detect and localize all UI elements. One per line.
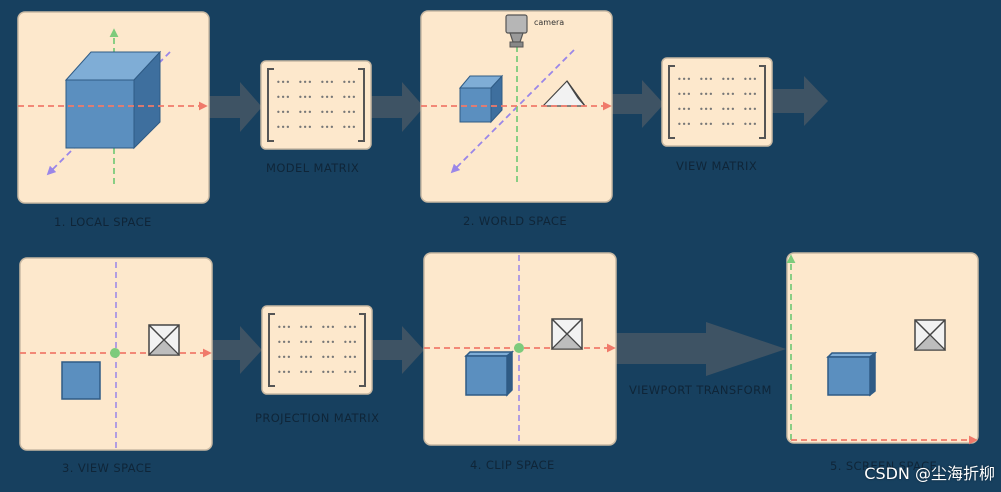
- cube: [458, 74, 504, 124]
- camera-icon: [505, 14, 528, 48]
- matrix-cell: •••: [343, 338, 357, 347]
- matrix-cell: •••: [743, 90, 757, 99]
- matrix-cell: •••: [277, 323, 291, 332]
- local-space-panel: [17, 11, 210, 204]
- matrix-cell: •••: [342, 93, 356, 102]
- matrix-cell: •••: [677, 90, 691, 99]
- matrix-cell: •••: [721, 90, 735, 99]
- matrix-cell: •••: [721, 105, 735, 114]
- arrow-projection-to-clip: [372, 326, 424, 374]
- matrix-cell: •••: [299, 368, 313, 377]
- matrix-cell: •••: [721, 75, 735, 84]
- arrow-world-to-viewmatrix: [612, 80, 664, 128]
- screen-space-panel: [786, 252, 979, 445]
- matrix-cell: •••: [677, 105, 691, 114]
- matrix-cell: •••: [321, 368, 335, 377]
- matrix-cell: •••: [320, 78, 334, 87]
- projection-matrix-label: PROJECTION MATRIX: [255, 411, 380, 425]
- matrix-cell: •••: [321, 338, 335, 347]
- camera-label: camera: [534, 18, 565, 27]
- matrix-cell: •••: [321, 323, 335, 332]
- matrix-cell: •••: [343, 353, 357, 362]
- matrix-cell: •••: [677, 120, 691, 129]
- world-space-label: 2. WORLD SPACE: [463, 214, 568, 228]
- cube: [64, 50, 162, 150]
- matrix-cell: •••: [276, 93, 290, 102]
- cube: [826, 351, 878, 397]
- viewport-transform-label: VIEWPORT TRANSFORM: [629, 383, 772, 397]
- local-space-label: 1. LOCAL SPACE: [54, 215, 152, 229]
- matrix-cell: •••: [343, 368, 357, 377]
- matrix-cell: •••: [699, 75, 713, 84]
- matrix-cell: •••: [677, 75, 691, 84]
- cube: [464, 350, 515, 397]
- origin: [110, 348, 120, 358]
- matrix-cell: •••: [298, 123, 312, 132]
- matrix-cell: •••: [743, 120, 757, 129]
- matrix-cell: •••: [699, 120, 713, 129]
- view-matrix-cells: ••• ••• ••• ••• ••• ••• ••• ••• ••• ••• ••• ••• ••• •…: [677, 75, 757, 129]
- z-axis: [450, 49, 575, 174]
- world-space-panel: [420, 10, 613, 203]
- matrix-cell: •••: [298, 93, 312, 102]
- model-matrix: ••• ••• ••• ••• ••• ••• ••• ••• ••• ••• ••• ••• ••• •…: [260, 60, 372, 150]
- matrix-cell: •••: [320, 93, 334, 102]
- matrix-cell: •••: [298, 78, 312, 87]
- matrix-cell: •••: [299, 353, 313, 362]
- matrix-cell: •••: [699, 90, 713, 99]
- matrix-cell: •••: [276, 78, 290, 87]
- matrix-cell: •••: [299, 338, 313, 347]
- matrix-cell: •••: [721, 120, 735, 129]
- arrow-viewport-transform: [614, 322, 786, 376]
- screen-space-label: 5. SCREEN SPACE: [830, 459, 938, 473]
- matrix-cell: •••: [342, 123, 356, 132]
- matrix-cell: •••: [299, 323, 313, 332]
- clip-space-label: 4. CLIP SPACE: [470, 458, 555, 472]
- matrix-cell: •••: [276, 123, 290, 132]
- matrix-cell: •••: [298, 108, 312, 117]
- matrix-cell: •••: [342, 108, 356, 117]
- arrow-local-to-model: [208, 82, 262, 132]
- cube: [61, 361, 101, 400]
- matrix-cell: •••: [320, 123, 334, 132]
- view-space-panel: [19, 257, 213, 451]
- matrix-cell: •••: [320, 108, 334, 117]
- matrix-cell: •••: [743, 75, 757, 84]
- view-space-label: 3. VIEW SPACE: [62, 461, 152, 475]
- pyramid-top-view: [913, 319, 947, 351]
- view-matrix-label: VIEW MATRIX: [676, 159, 758, 173]
- projection-matrix-cells: ••• ••• ••• ••• ••• ••• ••• ••• ••• ••• ••• ••• ••• •…: [277, 323, 357, 377]
- matrix-cell: •••: [277, 353, 291, 362]
- clip-space-panel: [423, 252, 617, 446]
- matrix-cell: •••: [343, 323, 357, 332]
- matrix-cell: •••: [321, 353, 335, 362]
- matrix-cell: •••: [277, 368, 291, 377]
- z-axis: [46, 51, 171, 176]
- matrix-cell: •••: [699, 105, 713, 114]
- origin: [514, 343, 524, 353]
- matrix-cell: •••: [276, 108, 290, 117]
- matrix-cell: •••: [277, 338, 291, 347]
- view-matrix: ••• ••• ••• ••• ••• ••• ••• ••• ••• ••• ••• ••• ••• •…: [661, 57, 773, 147]
- arrow-view-to-projection: [210, 326, 262, 374]
- model-matrix-label: MODEL MATRIX: [266, 161, 360, 175]
- watermark: CSDN @尘海折柳: [864, 464, 995, 483]
- matrix-cell: •••: [743, 105, 757, 114]
- arrow-model-to-world: [370, 82, 424, 132]
- model-matrix-cells: ••• ••• ••• ••• ••• ••• ••• ••• ••• ••• ••• ••• ••• •…: [276, 78, 356, 132]
- matrix-cell: •••: [342, 78, 356, 87]
- arrow-viewmatrix-out: [772, 76, 828, 126]
- pyramid-top-view: [550, 318, 584, 350]
- projection-matrix: ••• ••• ••• ••• ••• ••• ••• ••• ••• ••• ••• ••• ••• •…: [261, 305, 373, 395]
- flow-arrows: [208, 76, 828, 376]
- pyramid-top-view: [147, 324, 181, 356]
